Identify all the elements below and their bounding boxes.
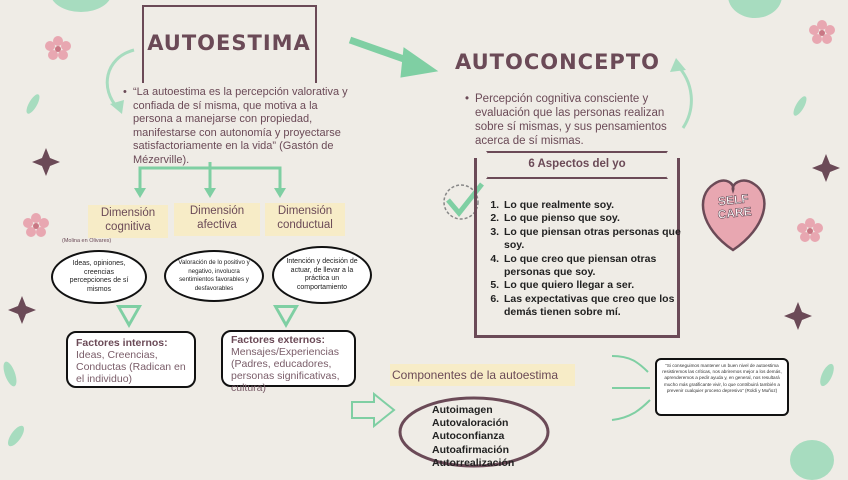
curved-arrow-icon [105,48,135,110]
quote-text: “Si conseguimos mantener un buen nivel d… [662,363,782,393]
component-item: Autoconfianza [432,430,505,443]
factores-externos-title: Factores externos: [231,334,325,346]
component-item: Autovaloración [432,417,509,430]
autoestima-title: AUTOESTIMA [147,31,311,55]
oval-conductual: Intención y decisión de actuar, de lleva… [272,246,372,304]
component-item: Autorrealización [432,456,515,469]
heart-icon [701,179,766,252]
flower-icon [809,20,835,44]
flower-icon [45,36,71,60]
factores-externos-text: Mensajes/Experiencias (Padres, educadore… [231,346,340,394]
aspects-list: Lo que realmente soy. Lo que pienso que … [480,199,698,320]
components-list: Autoimagen Autovaloración Autoconfianza … [432,404,514,470]
leaf-icon [26,94,40,114]
dimension-cognitiva: Dimensión cognitiva [88,205,168,238]
oval-afectiva-text: Valoración de lo positivo y negativo, in… [178,259,250,292]
arrow-icon [611,355,651,421]
oval-conductual-text: Intención y decisión de actuar, de lleva… [286,258,358,291]
leaf-icon [793,96,807,116]
component-item: Autoimagen [432,404,493,416]
aspect-item: Lo que quiero llegar a ser. [502,279,698,292]
leaf-icon [7,425,25,447]
factores-internos-box: Factores internos: Ideas, Creencias, Con… [66,331,196,388]
autoconcepto-definition: Percepción cognitiva consciente y evalua… [465,92,675,148]
self-care-label: SELF CARE [716,191,753,222]
chevron-down-icon [273,305,299,328]
chevron-down-icon [116,305,142,328]
factores-internos-title: Factores internos: [76,337,168,349]
aspect-item: Las expectativas que creo que los demás … [502,293,698,320]
sparkle-icon [784,302,812,330]
arrow-icon [348,36,439,78]
components-title [390,364,575,386]
quote-box: “Si conseguimos mantener un buen nivel d… [655,358,789,416]
dimension-afectiva: Dimensión afectiva [174,203,260,236]
aspects-ribbon [486,151,668,179]
sparkle-icon [812,154,840,182]
aspect-item: Lo que pienso que soy. [502,212,698,225]
factores-externos-box: Factores externos: Mensajes/Experiencias… [221,330,356,394]
outline-arrow-icon [351,391,396,429]
aspects-title: 6 Aspectos del yo [528,158,626,170]
leaf-icon [820,363,834,387]
leaf-icon [3,361,17,387]
component-item: Autoafirmación [432,443,510,456]
curved-arrow-icon [674,62,693,129]
decor-circle-top-right [728,0,782,18]
sparkle-icon [32,148,60,176]
oval-cognitiva-text: Ideas, opiniones, creencias percepciones… [69,260,129,293]
oval-cognitiva: Ideas, opiniones, creencias percepciones… [51,250,147,304]
components-oval [398,396,550,468]
aspect-item: Lo que piensan otras personas que soy. [502,226,698,253]
components-title-text: Componentes de la autoestima [392,368,559,382]
oval-afectiva: Valoración de lo positivo y negativo, in… [164,250,264,302]
factores-internos-text: Ideas, Creencias, Conductas (Radican en … [76,349,186,385]
decor-circle-top-left [50,0,112,12]
aspects-box [474,158,680,338]
dimension-conductual: Dimensión conductual [265,203,345,236]
autoconcepto-title: AUTOCONCEPTO [455,50,660,74]
flower-icon [23,213,49,237]
decor-circle-bottom-right [790,440,834,480]
flower-icon [797,218,823,242]
aspect-item: Lo que creo que piensan otras personas q… [502,253,698,280]
autoestima-title-box [142,5,317,83]
citation: (Molina en Olivares) [62,238,112,244]
sparkle-icon [8,296,36,324]
autoestima-definition: “La autoestima es la percepción valorati… [123,86,349,167]
aspect-item: Lo que realmente soy. [502,199,698,212]
